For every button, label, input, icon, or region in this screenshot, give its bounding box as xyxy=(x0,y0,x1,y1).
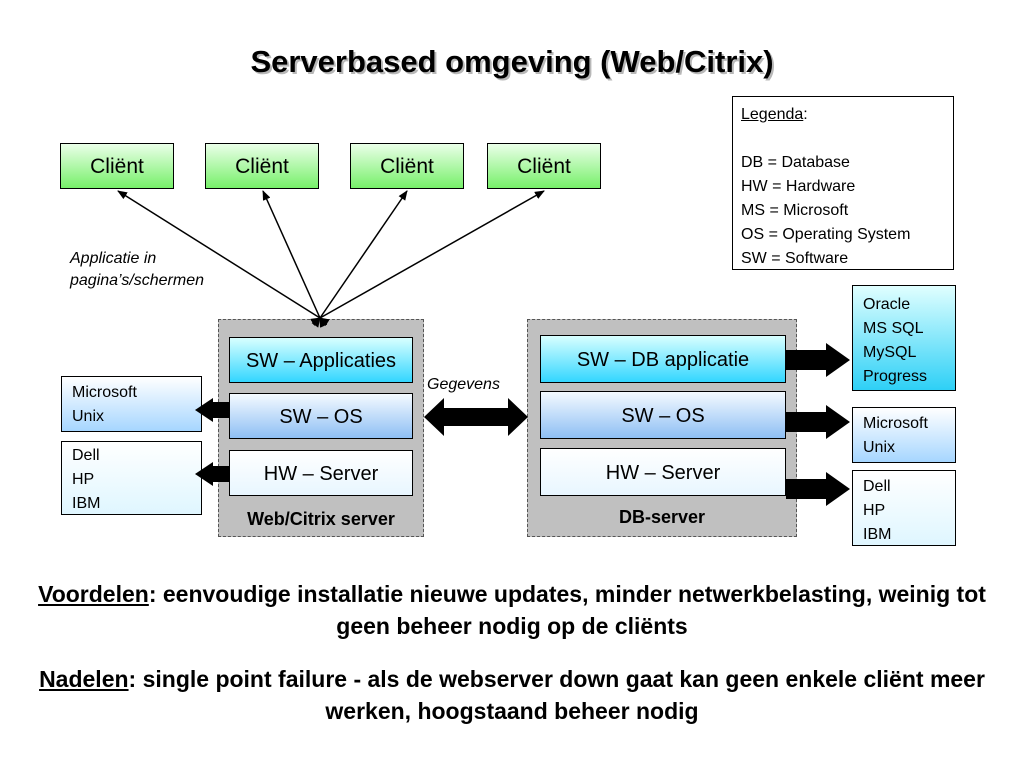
left-os-vendor-unix: Unix xyxy=(72,408,105,425)
client-box-2: Cliënt xyxy=(205,143,319,189)
client-box-3: Cliënt xyxy=(350,143,464,189)
web-hw-server-layer: HW – Server xyxy=(229,450,413,496)
legend-item-os: OS = Operating System xyxy=(741,226,911,243)
client-box-4: Cliënt xyxy=(487,143,601,189)
right-db-vendor-box: Oracle MS SQL MySQL Progress xyxy=(852,285,956,391)
right-db-vendor-mssql: MS SQL xyxy=(863,320,924,337)
legend-item-sw: SW = Software xyxy=(741,250,849,267)
db-hw-to-vendor-arrow xyxy=(786,472,850,506)
web-citrix-server-label: Web/Citrix server xyxy=(247,509,395,529)
db-sw-db-applicatie-layer: SW – DB applicatie xyxy=(540,335,786,383)
left-os-vendor-box: Microsoft Unix xyxy=(61,376,202,432)
gegevens-double-arrow xyxy=(424,398,528,436)
nadelen-text: : single point failure - als de webserve… xyxy=(128,666,985,724)
client-2-connection-arrow xyxy=(262,190,328,328)
client-4-connection-arrow xyxy=(310,190,545,326)
right-db-vendor-mysql: MySQL xyxy=(863,344,917,361)
db-sw-os-layer: SW – OS xyxy=(540,391,786,439)
right-hw-vendor-hp: HP xyxy=(863,502,886,519)
legend-box: Legenda: DB = Database HW = Hardware MS … xyxy=(732,96,954,270)
web-sw-os-layer: SW – OS xyxy=(229,393,413,439)
right-db-vendor-oracle: Oracle xyxy=(863,296,911,313)
client-box-1: Cliënt xyxy=(60,143,174,189)
web-os-to-vendor-arrow xyxy=(195,398,229,422)
legend-heading-colon: : xyxy=(803,106,808,123)
legend-heading: Legenda: xyxy=(741,103,953,127)
voordelen-label: Voordelen xyxy=(38,581,149,607)
left-os-vendor-microsoft: Microsoft xyxy=(72,384,137,401)
legend-heading-label: Legenda xyxy=(741,106,804,123)
right-os-vendor-unix: Unix xyxy=(863,439,896,456)
nadelen-paragraph: Nadelen: single point failure - als de w… xyxy=(20,663,1004,727)
left-hw-vendor-box: Dell HP IBM xyxy=(61,441,202,515)
web-hw-to-vendor-arrow xyxy=(195,462,229,486)
voordelen-paragraph: Voordelen: eenvoudige installatie nieuwe… xyxy=(20,578,1004,642)
left-hw-vendor-hp: HP xyxy=(72,471,95,488)
right-os-vendor-box: Microsoft Unix xyxy=(852,407,956,463)
voordelen-text: : eenvoudige installatie nieuwe updates,… xyxy=(148,581,986,639)
db-server-label: DB-server xyxy=(618,507,706,527)
page-title: Serverbased omgeving (Web/Citrix) xyxy=(250,44,774,79)
legend-item-ms: MS = Microsoft xyxy=(741,202,849,219)
db-hw-server-layer: HW – Server xyxy=(540,448,786,496)
right-hw-vendor-box: Dell HP IBM xyxy=(852,470,956,546)
right-os-vendor-microsoft: Microsoft xyxy=(863,415,928,432)
web-sw-applicaties-layer: SW – Applicaties xyxy=(229,337,413,383)
right-hw-vendor-dell: Dell xyxy=(863,478,891,495)
db-os-to-vendor-arrow xyxy=(786,405,850,439)
client-1-connection-arrow xyxy=(117,190,330,327)
right-db-vendor-progress: Progress xyxy=(863,368,928,385)
left-hw-vendor-ibm: IBM xyxy=(72,495,101,512)
nadelen-label: Nadelen xyxy=(39,666,129,692)
legend-item-db: DB = Database xyxy=(741,154,850,171)
client-3-connection-arrow xyxy=(311,190,408,328)
gegevens-label: Gegevens xyxy=(427,376,500,393)
db-app-to-vendor-arrow xyxy=(786,343,850,377)
legend-item-hw: HW = Hardware xyxy=(741,178,856,195)
right-hw-vendor-ibm: IBM xyxy=(863,526,892,543)
left-hw-vendor-dell: Dell xyxy=(72,447,100,464)
